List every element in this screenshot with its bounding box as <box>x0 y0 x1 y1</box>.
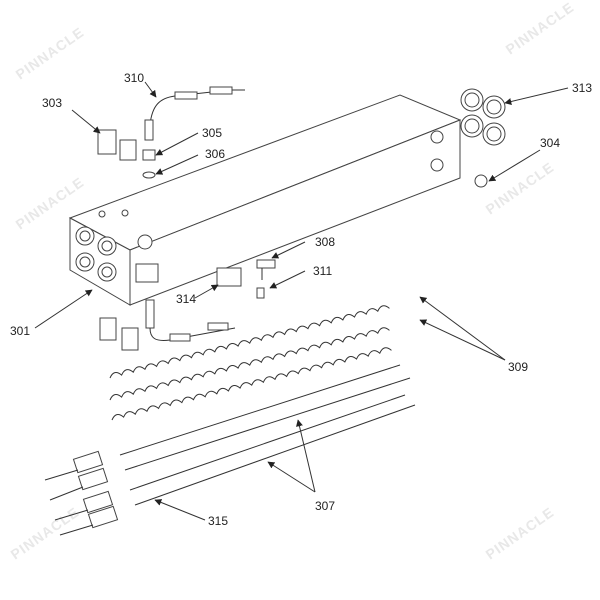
bracket-308 <box>256 259 276 299</box>
callout-labels: 301 303 304 305 306 307 308 309 310 311 … <box>10 71 592 528</box>
callout-308: 308 <box>315 235 335 249</box>
fitting-305 <box>142 149 156 179</box>
leader-lines <box>34 81 569 521</box>
heater-rods-307 <box>119 364 416 506</box>
callout-301: 301 <box>10 324 30 338</box>
fitting-314 <box>135 263 242 287</box>
coil-heaters-309 <box>109 305 392 421</box>
callout-310: 310 <box>124 71 144 85</box>
callout-311: 311 <box>313 264 332 278</box>
svg-text:PINNACLE: PINNACLE <box>503 0 577 57</box>
callout-309: 309 <box>508 360 528 374</box>
callout-306: 306 <box>205 147 225 161</box>
callout-307: 307 <box>315 499 335 513</box>
sensor-310 <box>144 86 245 141</box>
callout-304: 304 <box>540 136 560 150</box>
svg-text:PINNACLE: PINNACLE <box>8 504 82 563</box>
plug-304 <box>474 174 488 188</box>
callout-315: 315 <box>208 514 228 528</box>
callout-303: 303 <box>42 96 62 110</box>
svg-text:PINNACLE: PINNACLE <box>13 24 87 83</box>
rod-ends-315 <box>44 450 119 536</box>
svg-text:PINNACLE: PINNACLE <box>483 504 557 563</box>
manifold-block <box>68 94 462 306</box>
callout-313: 313 <box>572 81 592 95</box>
plugs-313 <box>460 88 506 146</box>
sensor-lower <box>99 299 236 351</box>
fitting-303 <box>97 129 137 161</box>
svg-text:PINNACLE: PINNACLE <box>483 159 557 218</box>
callout-314: 314 <box>176 292 196 306</box>
callout-305: 305 <box>202 126 222 140</box>
